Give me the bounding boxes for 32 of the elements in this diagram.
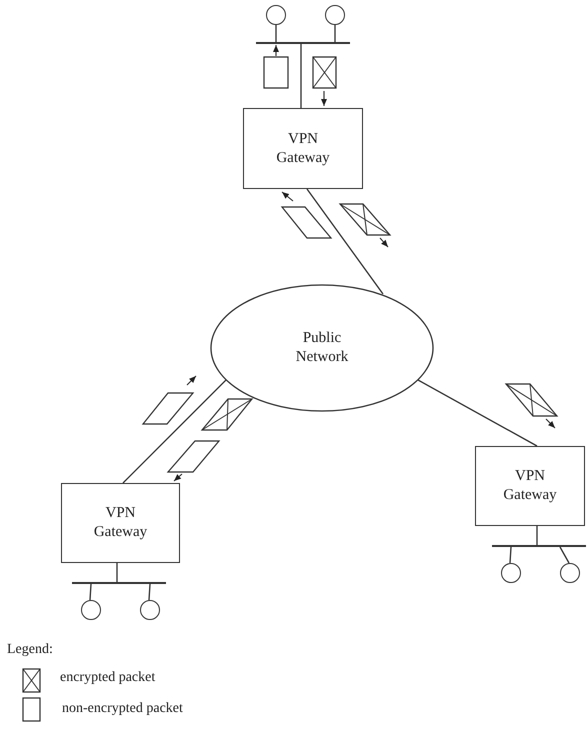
connection-line [300, 43, 302, 108]
connection-line [536, 526, 538, 545]
bus-line [72, 582, 166, 584]
connection-line [122, 380, 226, 484]
gateway-label: VPN Gateway [502, 467, 558, 505]
network-label: Public Network [294, 329, 350, 367]
connection-line [559, 546, 570, 564]
gateway-box [243, 108, 363, 189]
host-circle [560, 563, 580, 583]
bus-line [492, 545, 586, 547]
gateway-label: VPN Gateway [275, 130, 331, 168]
connection-line [148, 584, 151, 600]
connection-line [275, 25, 277, 42]
connection-line [509, 546, 512, 564]
connection-line [334, 25, 336, 42]
host-circle [140, 600, 160, 620]
gateway-label: VPN Gateway [92, 504, 148, 542]
connection-line [418, 379, 538, 447]
host-circle [501, 563, 521, 583]
bus-line [256, 42, 350, 44]
connection-line [116, 563, 118, 582]
host-circle [325, 5, 345, 25]
legend-heading: Legend: [7, 642, 53, 658]
connection-line [89, 584, 92, 600]
gateway-box [61, 483, 180, 563]
legend-text: encrypted packet [60, 670, 156, 686]
network-ellipse [210, 284, 434, 412]
host-circle [266, 5, 286, 25]
legend-text: non-encrypted packet [62, 701, 183, 717]
connection-line [306, 188, 384, 294]
host-circle [81, 600, 101, 620]
gateway-box [475, 446, 585, 526]
